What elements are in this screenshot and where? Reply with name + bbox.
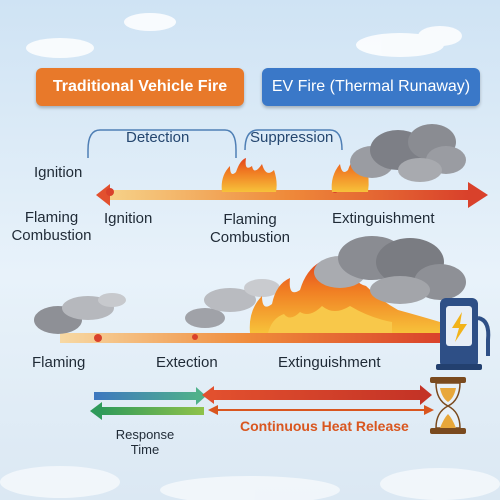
flame-icon (249, 258, 440, 333)
phase-brackets (87, 129, 343, 158)
ev-fire-header-label: EV Fire (Thermal Runaway) (271, 78, 471, 95)
extinguishment-label: Extinguishment (332, 210, 435, 227)
side-ignition-label: Ignition (34, 164, 83, 181)
smoke-icon (350, 124, 466, 182)
smoke-icon (314, 236, 466, 304)
ev-fire-header: EV Fire (Thermal Runaway) (262, 68, 480, 106)
traditional-fire-header-label: Traditional Vehicle Fire (52, 78, 228, 95)
flaming-combustion-label: Flaming Combustion (209, 211, 291, 246)
side-flaming-combustion-label: Flaming Combustion (11, 209, 92, 244)
detection-label: Detection (126, 129, 190, 146)
ignition-label: Ignition (104, 210, 153, 227)
extection-label: Extection (156, 354, 218, 371)
ev-extinguishment-label: Extinguishment (278, 354, 381, 371)
traditional-timeline-arrow (96, 182, 488, 208)
flame-icon (221, 154, 369, 192)
smoke-icon (34, 279, 280, 334)
response-time-label: Response Time (115, 427, 175, 457)
flaming-label: Flaming (32, 354, 86, 371)
traditional-fire-header: Traditional Vehicle Fire (36, 68, 244, 106)
hourglass-icon (430, 377, 466, 434)
suppression-label: Suppression (250, 129, 334, 146)
continuous-heat-release-label: Continuous Heat Release (240, 418, 409, 434)
cloud-icon (26, 13, 462, 58)
ev-charger-icon (436, 298, 491, 370)
legend-arrows (90, 385, 434, 420)
